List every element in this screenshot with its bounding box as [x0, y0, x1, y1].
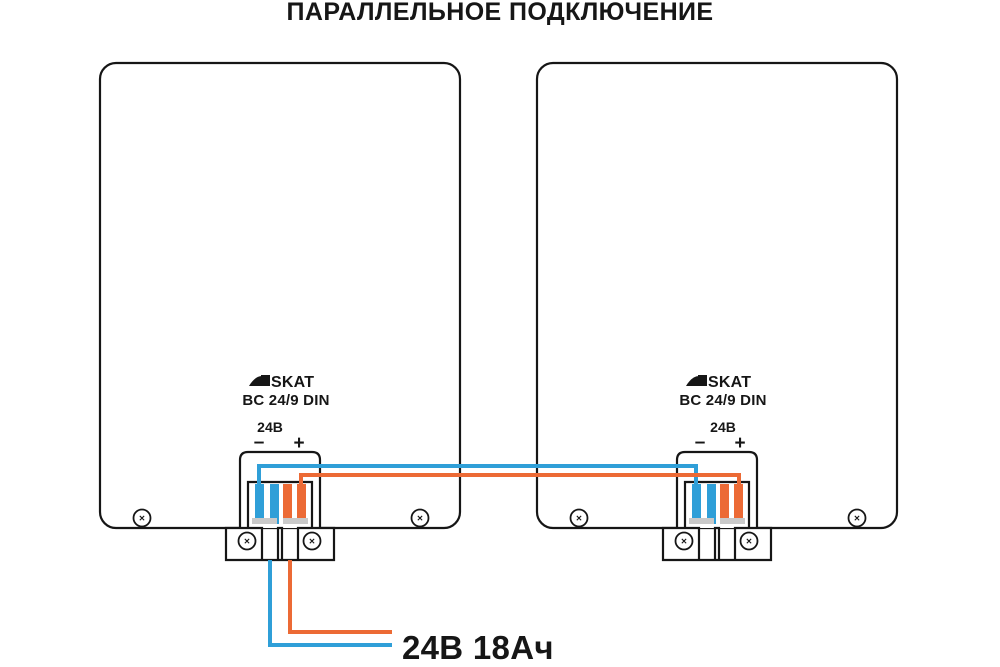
- wire-orange-interconnect: [299, 473, 741, 484]
- model-label-left: BC 24/9 DIN: [242, 392, 329, 409]
- brand-label-left: SKAT: [271, 374, 314, 391]
- panel-screw-left-1: ✕: [132, 508, 152, 528]
- block-screw-right-1: ✕: [674, 531, 694, 551]
- terminal-bar-right-3: [720, 484, 729, 524]
- screw-glyph: ✕: [417, 514, 424, 523]
- panel-screw-right-2: ✕: [847, 508, 867, 528]
- screw-glyph: ✕: [854, 514, 861, 523]
- module-right: ✕ ✕ SKAT BC 24/9 DIN 24В – +: [535, 61, 899, 562]
- brand-label-right: SKAT: [708, 374, 751, 391]
- block-screw-right-2: ✕: [739, 531, 759, 551]
- label-block-left: SKAT BC 24/9 DIN: [242, 374, 329, 409]
- terminal-bar-right-2: [707, 484, 716, 524]
- wire-blue-battery: [268, 560, 392, 647]
- block-screw-left-2: ✕: [302, 531, 322, 551]
- skat-logo-icon-body: [698, 375, 707, 386]
- voltage-label-left: 24В: [257, 419, 283, 435]
- panel-screw-left-2: ✕: [410, 508, 430, 528]
- voltage-label-right: 24В: [710, 419, 736, 435]
- terminal-bar-left-3: [283, 484, 292, 524]
- label-block-right: SKAT BC 24/9 DIN: [679, 374, 766, 409]
- screw-glyph: ✕: [309, 537, 316, 546]
- screw-glyph: ✕: [244, 537, 251, 546]
- model-label-right: BC 24/9 DIN: [679, 392, 766, 409]
- terminal-plus-left: +: [293, 433, 304, 454]
- terminal-plate-right-2: [720, 518, 745, 524]
- screw-glyph: ✕: [139, 514, 146, 523]
- terminal-plus-right: +: [734, 433, 745, 454]
- terminal-bar-right-4: [734, 484, 743, 524]
- terminal-minus-left: –: [254, 432, 265, 453]
- terminal-minus-right: –: [695, 432, 706, 453]
- skat-logo-icon: [249, 376, 262, 386]
- block-screw-left-1: ✕: [237, 531, 257, 551]
- terminal-plate-left-1: [252, 518, 277, 524]
- screw-glyph: ✕: [576, 514, 583, 523]
- terminal-plate-right-1: [689, 518, 714, 524]
- module-left: ✕ ✕ SKAT BC 24/9 DIN 24В – +: [98, 61, 462, 562]
- wire-orange-battery: [288, 560, 392, 634]
- terminal-bar-left-4: [297, 484, 306, 524]
- skat-logo-icon: [686, 376, 699, 386]
- terminal-bar-left-2: [270, 484, 279, 524]
- diagram-title: ПАРАЛЛЕЛЬНОЕ ПОДКЛЮЧЕНИЕ: [287, 0, 714, 26]
- battery-label: 24В 18Ач: [402, 629, 554, 666]
- terminal-plate-left-2: [283, 518, 308, 524]
- terminal-bar-left-1: [255, 484, 264, 524]
- screw-glyph: ✕: [746, 537, 753, 546]
- terminal-bar-right-1: [692, 484, 701, 524]
- skat-logo-icon-body: [261, 375, 270, 386]
- panel-screw-right-1: ✕: [569, 508, 589, 528]
- screw-glyph: ✕: [681, 537, 688, 546]
